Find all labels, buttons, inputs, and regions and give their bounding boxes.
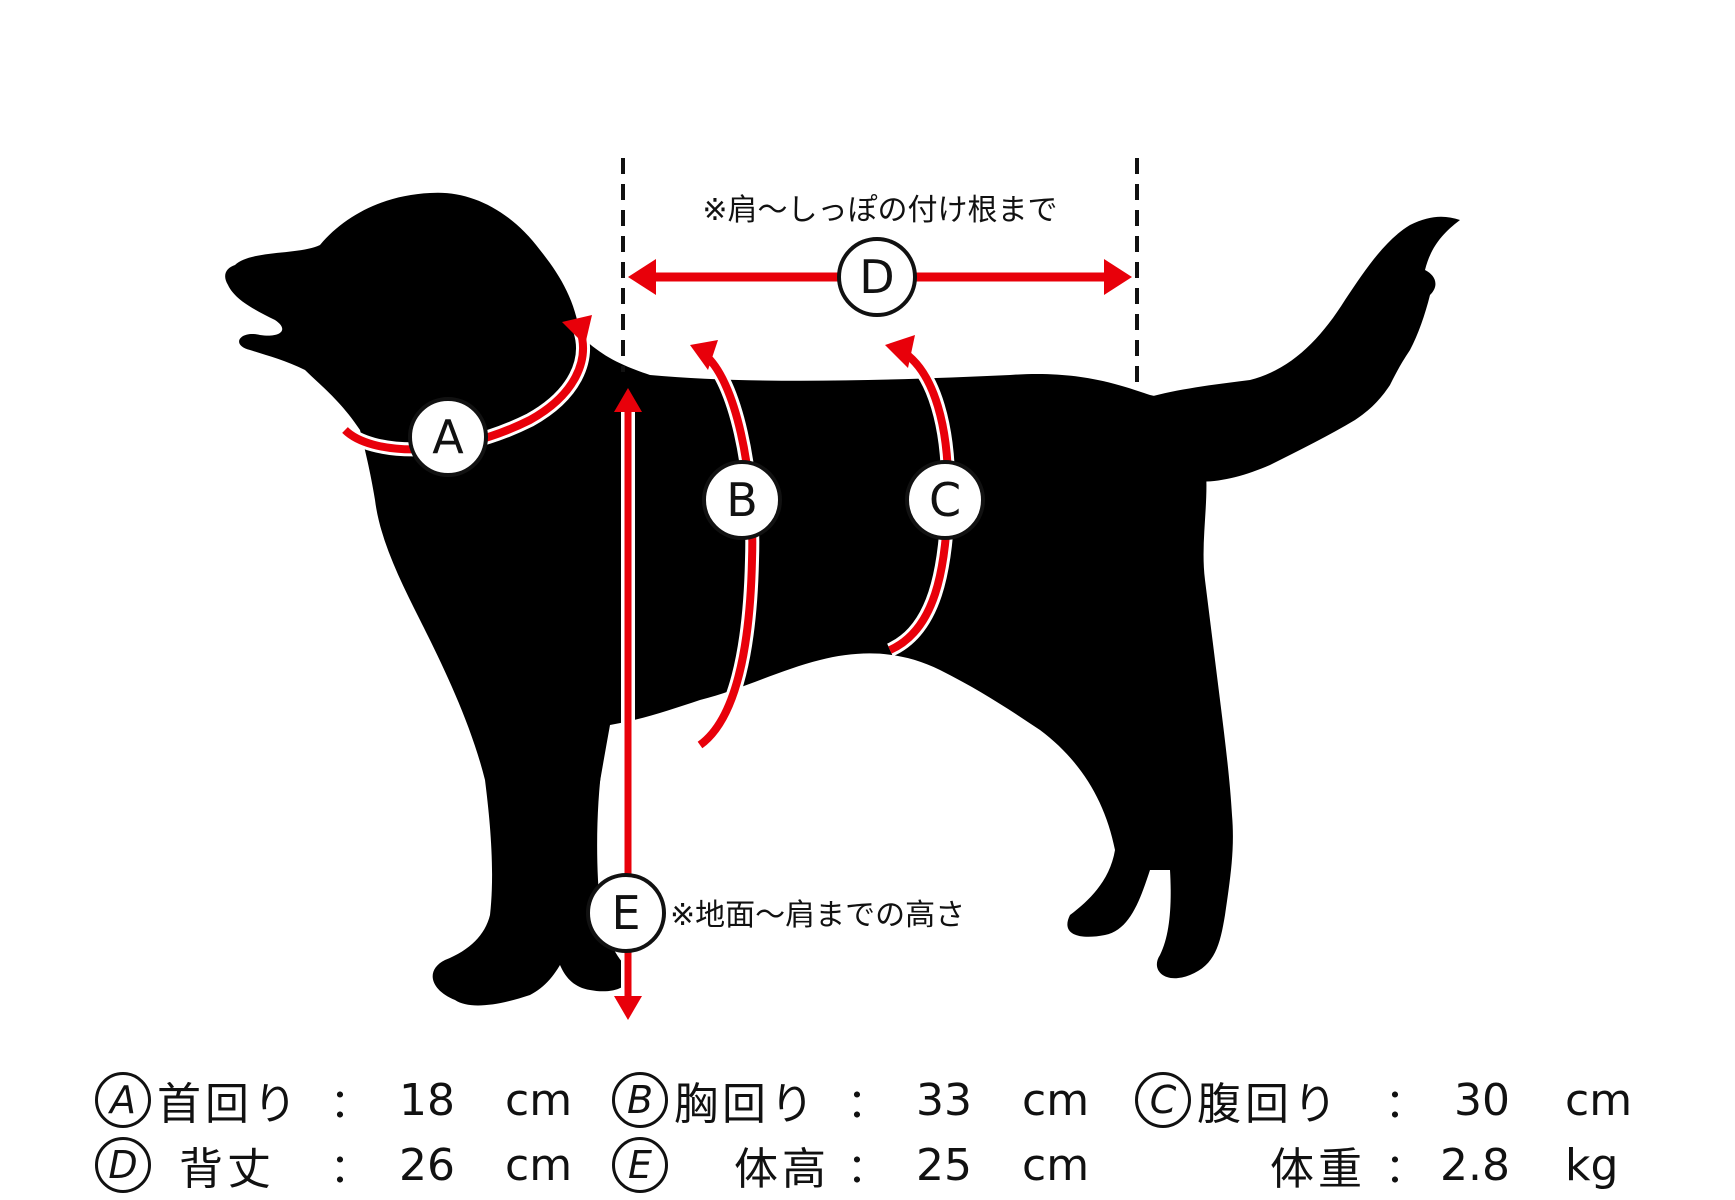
measurement-value: 18 — [399, 1074, 455, 1126]
measurement-height: E 体高 ： 25 cm — [612, 1130, 1089, 1200]
measurement-colon: ： — [847, 1146, 887, 1192]
measurement-colon: ： — [1385, 1146, 1425, 1192]
marker-ring-a: A — [95, 1072, 151, 1128]
measurement-value: 33 — [916, 1074, 972, 1126]
marker-ring-e: E — [612, 1137, 668, 1193]
measurement-value: 26 — [399, 1139, 455, 1191]
measurement-unit: cm — [505, 1074, 573, 1126]
height-arrow-bottom-head — [614, 996, 642, 1020]
marker-d: D — [837, 237, 917, 317]
back-length-note: ※肩～しっぽの付け根まで — [702, 193, 1057, 228]
marker-ring-b: B — [612, 1072, 668, 1128]
dog-silhouette — [225, 192, 1460, 1006]
marker-a: A — [408, 397, 488, 477]
marker-ring-d: D — [95, 1137, 151, 1193]
neck-arc-arrow-head — [562, 315, 592, 345]
dog-body — [225, 192, 1233, 1006]
measurement-chest: B 胸回り ： 33 cm — [612, 1065, 1089, 1135]
measurement-colon: ： — [1385, 1081, 1425, 1127]
measurement-row-2: D 背丈 ： 26 cm E 体高 ： 25 cm 体重 ： 2.8 kg — [0, 1130, 1735, 1200]
measurement-row-1: A 首回り ： 18 cm B 胸回り ： 33 cm C 腹回り ： 30 c… — [0, 1065, 1735, 1135]
measurement-label: 首回り — [157, 1079, 301, 1130]
measurement-weight: 体重 ： 2.8 kg — [1135, 1130, 1619, 1200]
measurement-colon: ： — [330, 1081, 370, 1127]
neck-girth-arc — [340, 315, 592, 457]
svg-text:A: A — [432, 410, 464, 464]
marker-e: E — [586, 873, 666, 953]
measurement-label: 腹回り — [1197, 1079, 1341, 1130]
height-guide: ※地面～肩までの高さ — [614, 388, 965, 1020]
measurement-label: 体重 — [1270, 1144, 1366, 1195]
measurement-label: 背丈 — [179, 1144, 275, 1195]
measurement-neck: A 首回り ： 18 cm — [95, 1065, 572, 1135]
measurement-back: D 背丈 ： 26 cm — [95, 1130, 572, 1200]
measurement-waist: C 腹回り ： 30 cm — [1135, 1065, 1632, 1135]
back-length-arrow-right-head — [1104, 259, 1132, 295]
height-note: ※地面～肩までの高さ — [670, 898, 965, 933]
measurement-unit: cm — [505, 1139, 573, 1191]
measurement-unit: cm — [1022, 1139, 1090, 1191]
chest-girth-arc — [690, 340, 760, 751]
chest-arc-arrow-head — [690, 340, 718, 370]
measurement-colon: ： — [847, 1081, 887, 1127]
measurement-unit: cm — [1565, 1074, 1633, 1126]
measurement-unit: kg — [1565, 1139, 1619, 1191]
measurement-value: 2.8 — [1440, 1139, 1510, 1191]
measurement-value: 25 — [916, 1139, 972, 1191]
measurement-value: 30 — [1454, 1074, 1510, 1126]
svg-text:B: B — [726, 473, 758, 527]
waist-arc-arrow-head — [885, 335, 915, 368]
back-length-arrow-left-head — [628, 259, 656, 295]
svg-text:E: E — [611, 886, 640, 940]
measurement-label: 胸回り — [674, 1079, 818, 1130]
height-arrow-top-head — [614, 388, 642, 412]
svg-text:D: D — [859, 250, 894, 304]
svg-text:C: C — [929, 473, 961, 527]
measurement-unit: cm — [1022, 1074, 1090, 1126]
marker-c: C — [905, 460, 985, 540]
measurement-colon: ： — [330, 1146, 370, 1192]
measurement-label: 体高 — [734, 1144, 830, 1195]
dog-tail — [1140, 216, 1460, 482]
marker-ring-c: C — [1135, 1072, 1191, 1128]
marker-b: B — [702, 460, 782, 540]
